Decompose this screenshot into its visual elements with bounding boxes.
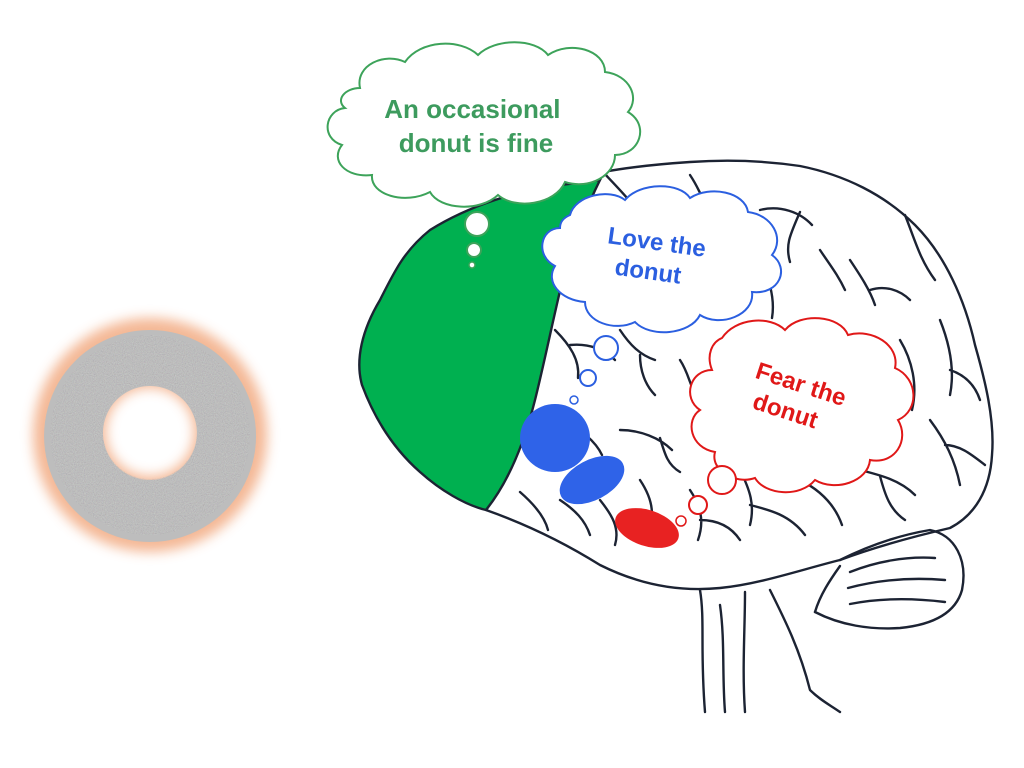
green-cloud	[326, 41, 642, 208]
red-thought-dot-2	[688, 495, 708, 515]
red-thought-dot-3	[675, 515, 687, 527]
cerebellum-outline	[813, 528, 965, 630]
brain-outline	[484, 159, 994, 591]
brain-illustration	[484, 159, 994, 714]
svg-text:An occasional donut is f: An occasional donut is fine	[384, 94, 568, 158]
blue-thought-dot-2	[579, 369, 597, 387]
green-thought-line-2: donut is fine	[399, 128, 554, 158]
red-thought-dot-1	[707, 465, 737, 495]
red-region	[615, 508, 679, 548]
green-thought-dot-2	[466, 242, 482, 258]
blue-thought-bubble: Love the donut	[541, 185, 783, 405]
green-thought-dot-3	[468, 261, 476, 269]
red-thought-bubble: Fear the donut	[675, 317, 915, 527]
blue-region-small	[559, 455, 625, 505]
blue-region-large	[520, 404, 590, 472]
blue-thought-dot-1	[593, 335, 619, 361]
green-thought-line-1: An occasional	[384, 94, 560, 124]
red-cloud	[689, 317, 915, 494]
green-thought-bubble: An occasional donut is fine	[326, 41, 642, 269]
brain-stem-outline	[698, 588, 747, 714]
blue-thought-dot-3	[569, 395, 579, 405]
prefrontal-region	[358, 178, 603, 512]
blue-cloud	[541, 185, 783, 334]
donut-illustration	[33, 318, 268, 552]
green-thought-dot-1	[464, 211, 490, 237]
svg-text:Love the donut: Love the donut	[602, 222, 714, 293]
